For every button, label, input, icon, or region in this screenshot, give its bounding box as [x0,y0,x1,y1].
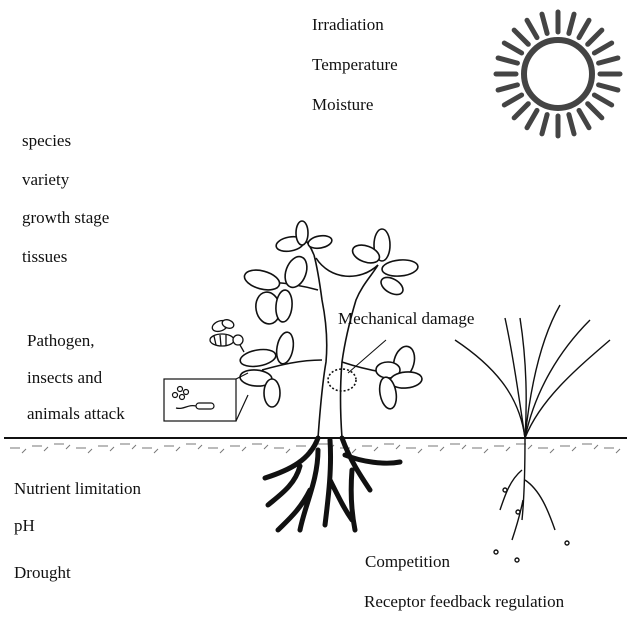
factor-irradiation: Irradiation [312,15,384,34]
factor-nutrient-limitation: Nutrient limitation [14,479,142,498]
biotic-line-2: insects and [27,368,103,387]
factor-drought: Drought [14,563,71,582]
factor-variety: variety [22,170,70,189]
sun-icon [493,9,623,139]
factor-species: species [22,131,72,150]
factor-growth-stage: growth stage [22,208,110,227]
tree-illustration [239,220,423,533]
factor-tissues: tissues [22,247,68,266]
factor-temperature: Temperature [312,55,398,74]
receptor-feedback-label: Receptor feedback regulation [364,592,565,611]
pathogen-box [163,372,249,422]
biotic-line-1: Pathogen, [27,331,95,350]
factor-moisture: Moisture [312,95,374,114]
mechanical-damage-label: Mechanical damage [338,309,475,328]
grass-illustration [454,304,611,563]
insect-icon [209,319,245,353]
biotic-line-3: animals attack [27,404,125,423]
competition-label: Competition [365,552,450,571]
factor-ph: pH [14,516,35,535]
